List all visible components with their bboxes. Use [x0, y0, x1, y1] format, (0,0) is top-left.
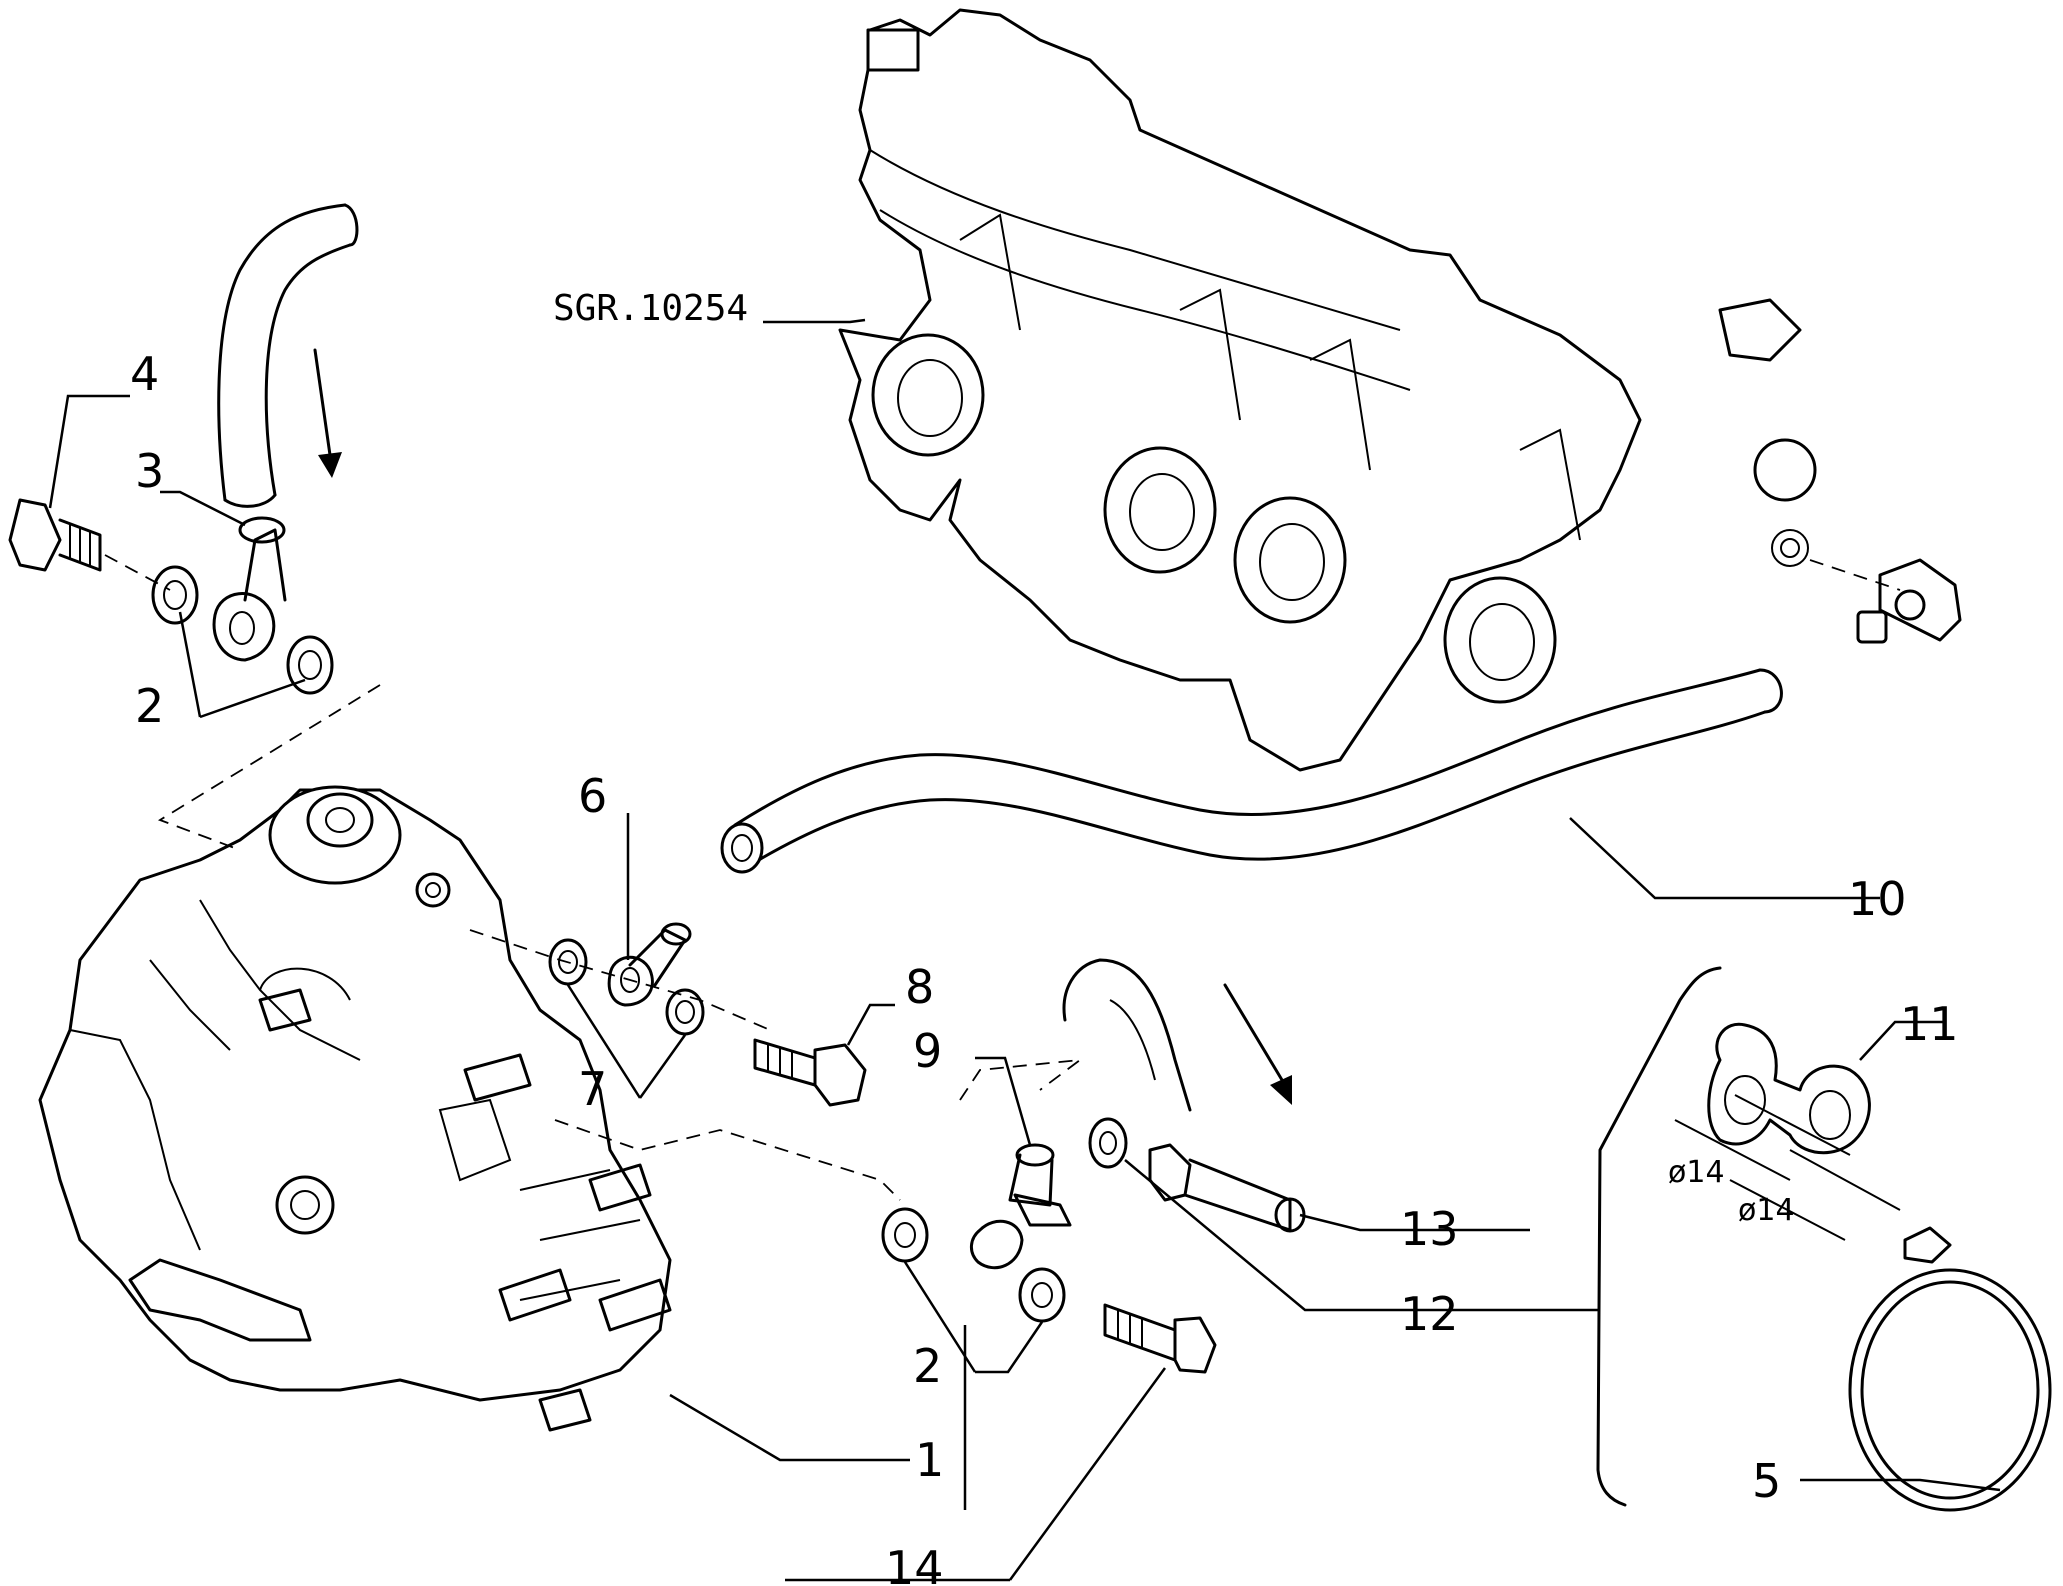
assembly-line-lower: [554, 1119, 901, 1201]
callout-6: 6: [578, 769, 607, 823]
callout-8: 8: [905, 960, 934, 1014]
banjo-elbow-fitting: [1809, 558, 1962, 644]
callout-2-upper: 2: [135, 679, 164, 733]
callout-5: 5: [1752, 1454, 1781, 1508]
sealing-washer-12: [1088, 1117, 1128, 1169]
assembly-line-upper: [157, 684, 381, 851]
callout-4: 4: [130, 347, 159, 401]
assembly-line-mid: [469, 929, 771, 1031]
hose-clip-11: [1707, 1022, 1871, 1155]
drawing-reference: SGR.10254: [553, 288, 748, 329]
dimension-marks: [1674, 1094, 1901, 1241]
callout-1: 1: [915, 1433, 944, 1487]
callout-9: 9: [913, 1024, 942, 1078]
banjo-fitting-3: [212, 516, 287, 662]
callout-10: 10: [1848, 872, 1907, 926]
clip-diameter-1: ø14: [1668, 1155, 1725, 1190]
callout-14: 14: [885, 1541, 944, 1586]
callout-13: 13: [1400, 1202, 1459, 1256]
callout-2-lower: 2: [913, 1339, 942, 1393]
callout-leaders: [48, 394, 2001, 1582]
detail-bracket: [1596, 966, 1722, 1507]
sealing-washer-2-left-b: [286, 635, 334, 695]
sealing-washer-2-lower-b: [1018, 1267, 1066, 1323]
intake-manifold: [838, 8, 1817, 772]
flow-arrow-lower: [1223, 983, 1292, 1105]
sealing-washer-7-a: [548, 938, 588, 986]
sealing-washer-2-lower-a: [881, 1207, 929, 1263]
hose-10: [720, 668, 1783, 874]
banjo-fitting-6: [607, 922, 692, 1007]
hollow-screw-13: [1148, 1143, 1306, 1233]
hose-fragment-lower: [1062, 958, 1192, 1112]
sealing-washer-2-left-a: [151, 565, 199, 625]
callout-7: 7: [578, 1062, 607, 1116]
banjo-bolt-8: [753, 1038, 867, 1107]
hose-clamp-5: [1848, 1226, 2052, 1512]
callout-11: 11: [1900, 997, 1959, 1051]
banjo-bolt-14: [1103, 1303, 1217, 1374]
injection-pump-1: [38, 785, 672, 1432]
flow-arrow-upper: [313, 348, 342, 478]
hose-upper-left: [217, 203, 359, 508]
callout-3: 3: [135, 444, 164, 498]
callout-12: 12: [1400, 1287, 1459, 1341]
tee-fitting-9: [970, 1143, 1072, 1270]
assembly-line-right: [959, 1058, 1084, 1101]
drawing-reference-leader: [763, 318, 866, 324]
banjo-screw-4: [8, 498, 171, 591]
clip-diameter-2: ø14: [1738, 1193, 1795, 1228]
sealing-washer-7-b: [665, 988, 705, 1036]
